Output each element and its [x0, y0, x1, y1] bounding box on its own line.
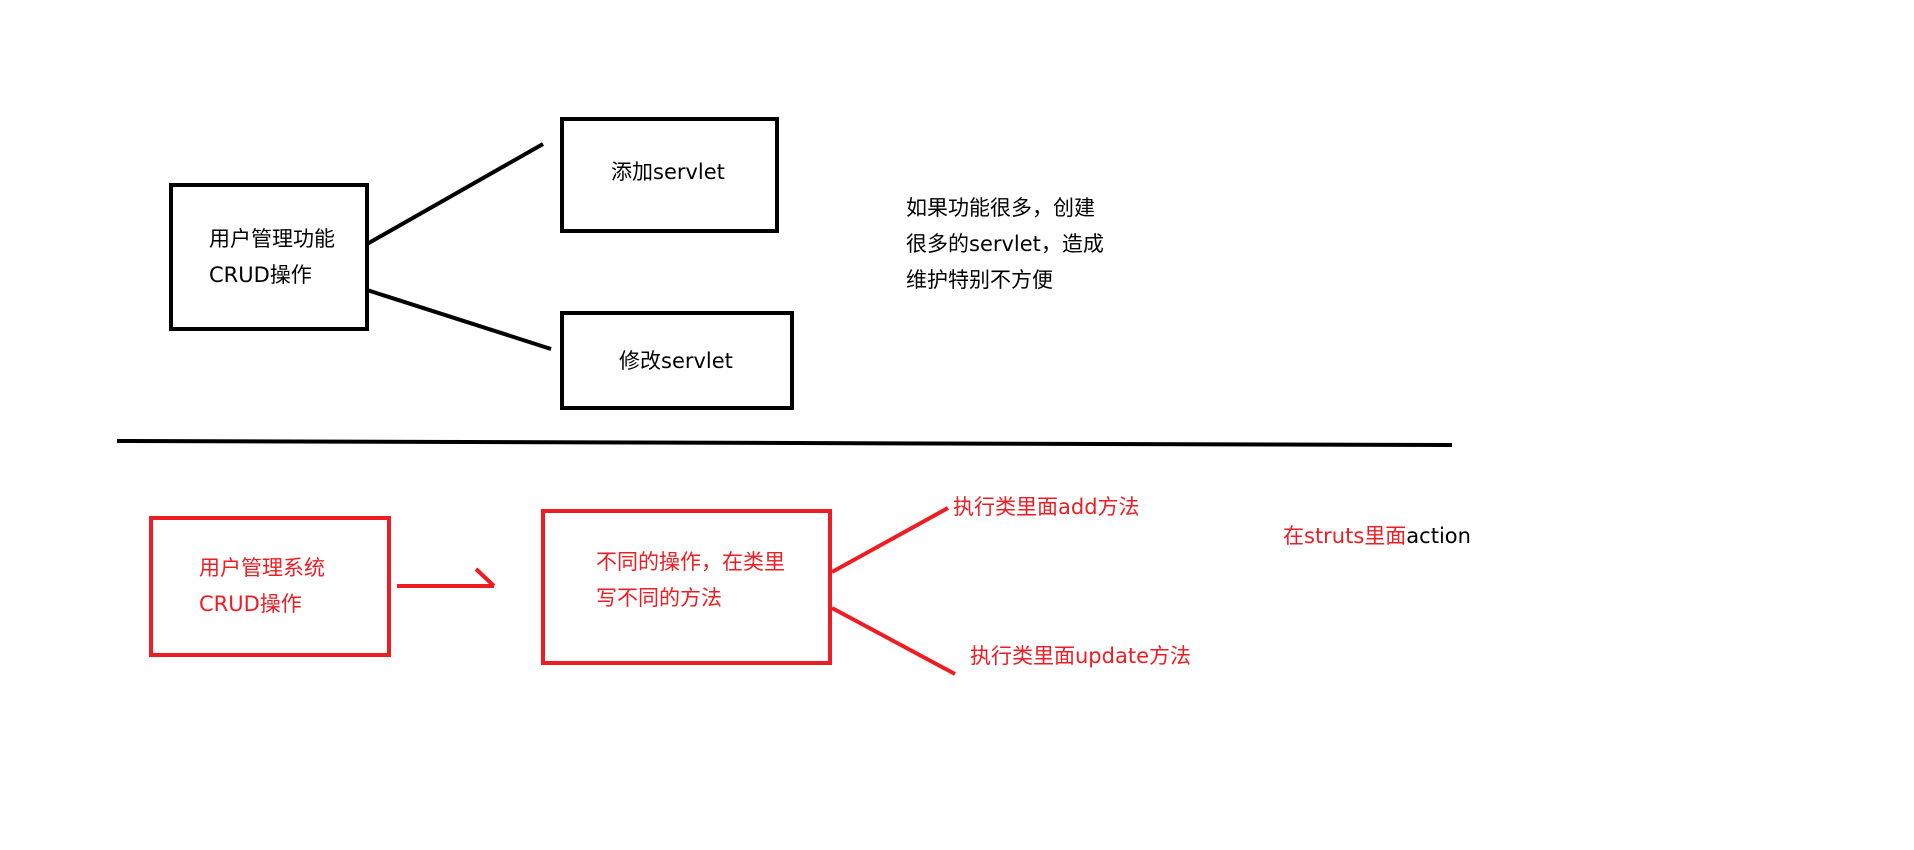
user-system-box	[149, 516, 391, 657]
struts-note-suffix: action	[1406, 524, 1471, 548]
note-line-2: 很多的servlet，造成	[906, 232, 1104, 256]
different-operations-label: 不同的操作，在类里 写不同的方法	[596, 544, 785, 616]
connector-ops-to-add	[831, 506, 949, 574]
user-management-line-1: 用户管理功能	[209, 227, 335, 251]
user-management-box	[169, 183, 369, 331]
user-system-label: 用户管理系统 CRUD操作	[199, 550, 325, 622]
user-system-line-2: CRUD操作	[199, 592, 302, 616]
edit-servlet-label: 修改servlet	[619, 349, 733, 373]
user-management-line-2: CRUD操作	[209, 263, 312, 287]
servlet-drawback-note: 如果功能很多，创建 很多的servlet，造成 维护特别不方便	[906, 190, 1104, 298]
struts-note-prefix: 在struts里面	[1283, 524, 1407, 548]
struts-action-note: 在struts里面action	[1283, 518, 1471, 554]
note-line-1: 如果功能很多，创建	[906, 196, 1095, 220]
different-operations-box	[541, 509, 832, 665]
connector-ops-to-update	[831, 606, 956, 676]
arrow-head	[474, 567, 496, 588]
exec-update-method-label: 执行类里面update方法	[970, 644, 1191, 668]
user-system-line-1: 用户管理系统	[199, 556, 325, 580]
section-divider	[116, 439, 1453, 447]
different-operations-line-1: 不同的操作，在类里	[596, 550, 785, 574]
exec-add-method-label: 执行类里面add方法	[953, 495, 1140, 519]
user-management-label: 用户管理功能 CRUD操作	[209, 221, 335, 293]
edit-servlet-box	[560, 311, 794, 410]
add-servlet-box	[560, 117, 779, 233]
note-line-3: 维护特别不方便	[906, 268, 1053, 292]
connector-user-to-edit	[366, 288, 552, 351]
add-servlet-label: 添加servlet	[611, 160, 725, 184]
connector-user-to-add	[366, 142, 544, 246]
different-operations-line-2: 写不同的方法	[596, 586, 722, 610]
